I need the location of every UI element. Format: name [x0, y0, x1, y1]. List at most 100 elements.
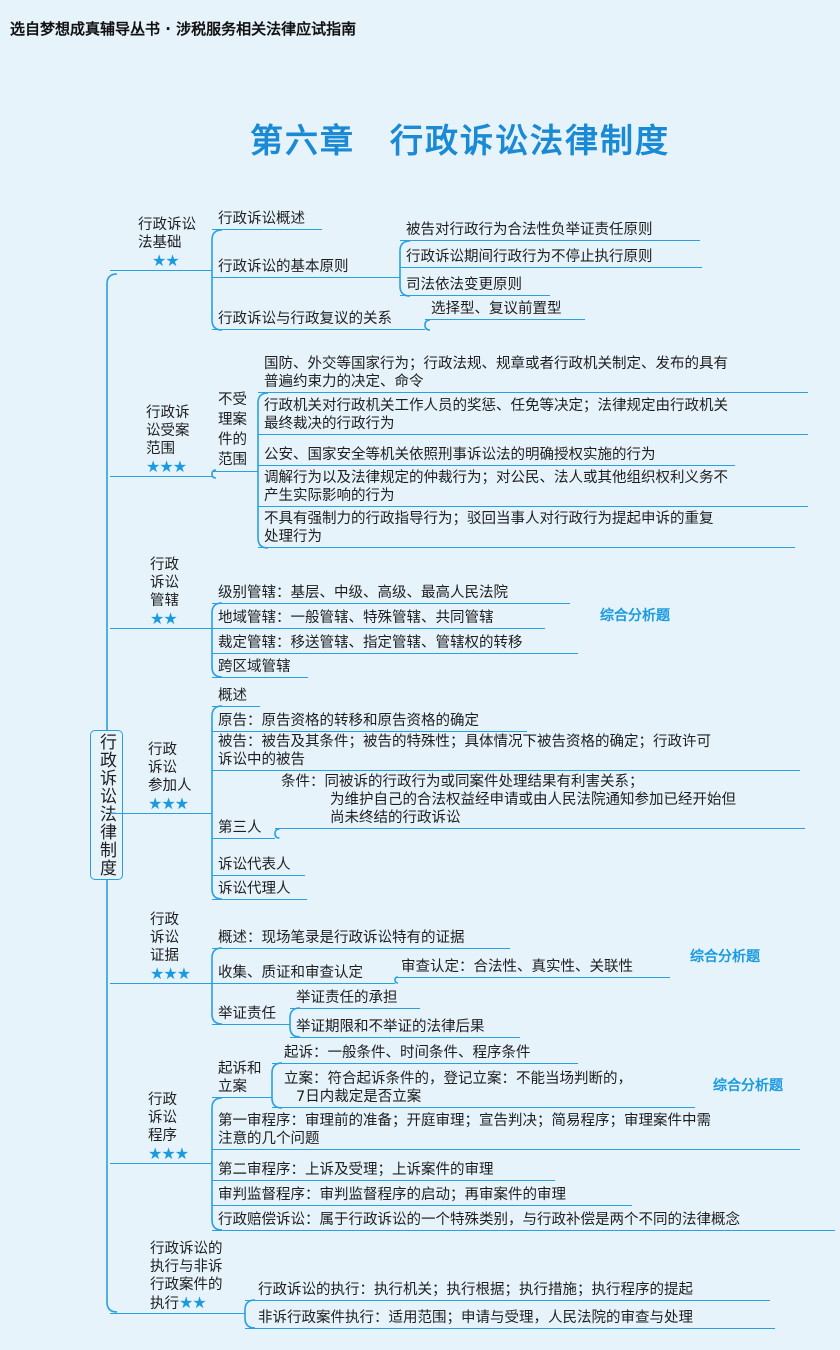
node: 举证责任: [212, 1005, 290, 1025]
node: 不具有强制力的行政指导行为；驳回当事人对行政行为提起申诉的重复处理行为: [258, 510, 795, 548]
connector-line: [211, 705, 223, 900]
connector-line: [211, 947, 223, 1025]
branch-label: 参加人: [148, 778, 192, 794]
node: 行政诉讼的基本原则: [212, 258, 400, 278]
branch-label: 行政诉: [146, 405, 190, 421]
branch-label: 法基础: [138, 235, 182, 251]
branch-label: 行政案件的: [150, 1277, 223, 1293]
node: 行政诉讼概述: [212, 210, 322, 230]
node-line: 范围: [218, 452, 247, 468]
node: 级别管辖：基层、中级、高级、最高人民法院: [212, 584, 570, 604]
node: 原告：原告资格的转移和原告资格的确定: [212, 712, 527, 732]
node: 被告对行政行为合法性负举证责任原则: [400, 221, 700, 241]
node-line: 尚未终结的行政诉讼: [330, 810, 461, 826]
root-node: 行政诉讼法律制度: [90, 730, 123, 880]
branch-label: 行政: [148, 1092, 177, 1108]
node: 收集、质证和审查认定: [212, 964, 395, 984]
node-line: 不具有强制力的行政指导行为；驳回当事人对行政行为提起申诉的重复: [264, 511, 714, 527]
node: 非诉行政案件执行：适用范围；申请与受理，人民法院的审查与处理: [245, 1309, 775, 1329]
branch-label: 程序: [148, 1128, 177, 1144]
connector-line: [289, 1007, 301, 1038]
exam-tag: 综合分析题: [600, 608, 670, 624]
node-line: 第一审程序：审理前的准备；开庭审理；宣告判决；简易程序；审理案件中需: [218, 1113, 711, 1129]
branch-procedure: 行政诉讼程序 ★★★: [110, 1091, 212, 1164]
book-header: 选自梦想成真辅导丛书 · 涉税服务相关法律应试指南: [10, 20, 357, 38]
node: 行政赔偿诉讼：属于行政诉讼的一个特殊类别，与行政补偿是两个不同的法律概念: [212, 1211, 835, 1231]
branch-label: 范围: [146, 441, 175, 457]
star-rating: ★★★: [150, 964, 191, 983]
node: 审查认定：合法性、真实性、关联性: [395, 958, 670, 978]
node: 行政诉讼的执行：执行机关；执行根据；执行措施；执行程序的提起: [245, 1281, 770, 1301]
connector-line: [244, 1299, 256, 1329]
node: 行政诉讼期间行政行为不停止执行原则: [400, 248, 702, 268]
node: 第二审程序：上诉及受理；上诉案件的审理: [212, 1161, 555, 1181]
node: 行政机关对行政机关工作人员的奖惩、任免等决定；法律规定由行政机关最终裁决的行政行…: [258, 397, 808, 435]
branch-label: 诉讼: [148, 1110, 177, 1126]
node: 起诉和立案: [212, 1060, 272, 1098]
node: 诉讼代理人: [212, 880, 307, 900]
branch-jurisdiction: 行政诉讼管辖 ★★: [110, 556, 212, 629]
node: 选择型、复议前置型: [425, 300, 585, 320]
node-line: 为维护自己的合法权益经申请或由人民法院通知参加已经开始但: [330, 792, 736, 808]
node-line: 处理行为: [264, 529, 322, 545]
star-rating: ★★★: [148, 794, 189, 813]
node: 国防、外交等国家行为；行政法规、规章或者行政机关制定、发布的具有普遍约束力的决定…: [258, 355, 808, 393]
node-line: 件的: [218, 432, 247, 448]
connector-line: [211, 1097, 223, 1231]
branch-label: 执行: [150, 1296, 179, 1312]
star-rating: ★★: [152, 251, 180, 270]
node-line: 不受: [218, 392, 247, 408]
node: 概述：现场笔录是行政诉讼特有的证据: [212, 929, 510, 949]
node: 诉讼代表人: [212, 856, 305, 876]
node-line: 行政机关对行政机关工作人员的奖惩、任免等决定；法律规定由行政机关: [264, 398, 728, 414]
branch-label: 行政诉讼: [138, 217, 196, 233]
node: 公安、国家安全等机关依照刑事诉讼法的明确授权实施的行为: [258, 446, 735, 466]
node: 裁定管辖：移送管辖、指定管辖、管辖权的转移: [212, 634, 578, 654]
branch-scope: 行政诉讼受案范围 ★★★: [110, 404, 212, 477]
branch-participants: 行政诉讼参加人 ★★★: [110, 741, 212, 814]
star-rating: ★★: [150, 609, 178, 628]
node: 立案：符合起诉条件的，登记立案：不能当场判断的，7日内裁定是否立案: [272, 1070, 695, 1108]
star-rating: ★★★: [148, 1144, 189, 1163]
branch-basics: 行政诉讼法基础 ★★: [110, 216, 212, 271]
node-third-party-conditions: 条件：同被诉的行政行为或同案件处理结果有利害关系； 为维护自己的合法权益经申请或…: [275, 773, 805, 829]
node-line: 国防、外交等国家行为；行政法规、规章或者行政机关制定、发布的具有: [264, 356, 728, 372]
node-line: 7日内裁定是否立案: [296, 1089, 422, 1105]
node: 审判监督程序：审判监督程序的启动；再审案件的审理: [212, 1186, 632, 1206]
node: 第三人: [212, 819, 275, 839]
exam-tag: 综合分析题: [713, 1078, 783, 1094]
node: 起诉：一般条件、时间条件、程序条件: [272, 1044, 578, 1064]
branch-label: 讼受案: [146, 423, 190, 439]
node-line: 产生实际影响的行为: [264, 488, 395, 504]
node-line: 被告：被告及其条件；被告的特殊性；具体情况下被告资格的确定；行政许可: [218, 734, 711, 750]
node: 第一审程序：审理前的准备；开庭审理；宣告判决；简易程序；审理案件中需注意的几个问…: [212, 1112, 800, 1150]
branch-label: 诉讼: [150, 575, 179, 591]
connector-line: [257, 392, 269, 549]
node-line: 理案: [218, 412, 247, 428]
node: 举证责任的承担: [290, 989, 420, 1009]
branch-label: 管辖: [150, 593, 179, 609]
node: 跨区域管辖: [212, 658, 308, 678]
branch-label: 诉讼: [150, 930, 179, 946]
node-line: 调解行为以及法律规定的仲裁行为；对公民、法人或其他组织权利义务不: [264, 470, 728, 486]
chapter-title: 第六章 行政诉讼法律制度: [250, 121, 670, 160]
connector-line: [211, 602, 223, 678]
node-not-accepted: 不受理案件的范围: [212, 390, 258, 472]
root-label: 行政诉讼法律制度: [96, 733, 116, 877]
node-line: 立案: [218, 1079, 247, 1095]
connector-line: [399, 240, 411, 297]
connector-line: [274, 828, 280, 839]
branch-label: 行政: [150, 912, 179, 928]
branch-label: 证据: [150, 948, 179, 964]
exam-tag: 综合分析题: [690, 949, 760, 965]
node: 举证期限和不举证的法律后果: [290, 1018, 520, 1038]
connector-line: [211, 229, 223, 331]
node-line: 同被诉的行政行为或同案件处理结果有利害关系；: [324, 774, 644, 790]
connector-line: [424, 319, 431, 331]
connector-line: [211, 469, 217, 479]
branch-label: 行政诉讼的: [150, 1241, 223, 1257]
node-line: 条件：: [281, 774, 325, 790]
node: 行政诉讼与行政复议的关系: [212, 310, 425, 330]
node: 被告：被告及其条件；被告的特殊性；具体情况下被告资格的确定；行政许可诉讼中的被告: [212, 733, 800, 771]
star-rating: ★★★: [146, 457, 187, 476]
